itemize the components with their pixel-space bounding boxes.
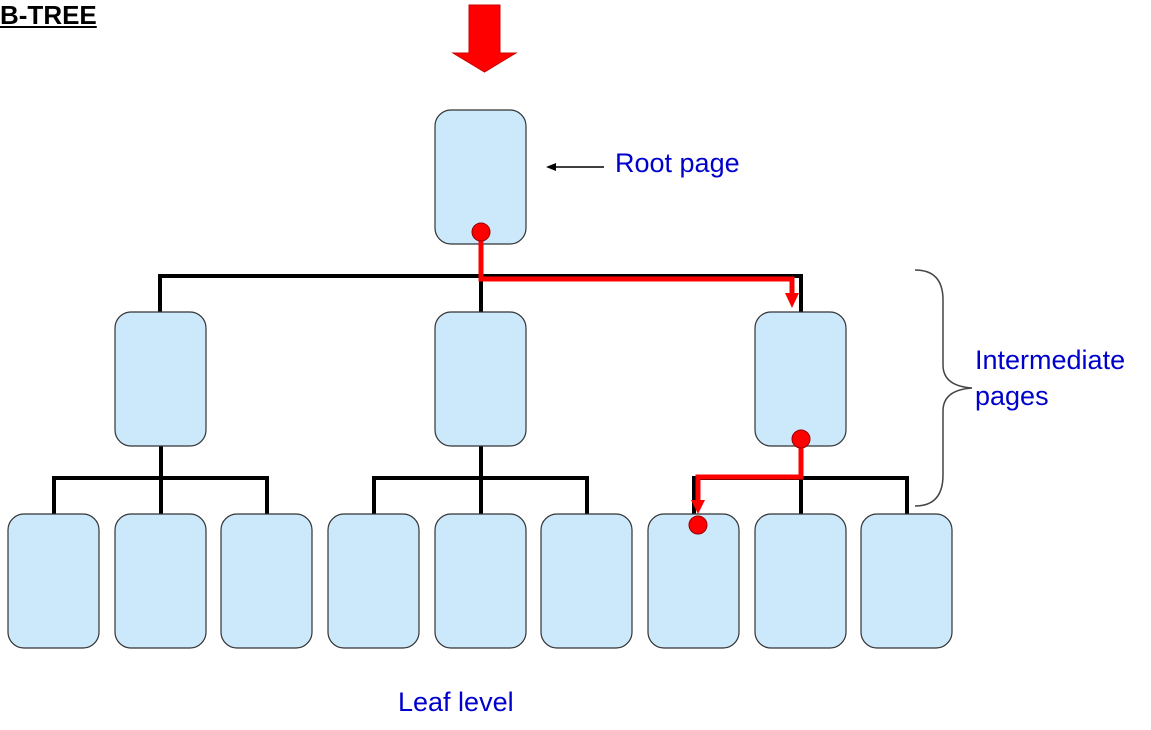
root-pointer-dot (471, 222, 491, 242)
intermediate-page (114, 311, 207, 447)
leaf-page (540, 513, 633, 649)
intermediate-pointer-dot (791, 429, 811, 449)
connectors-int-2 (372, 446, 589, 514)
entry-arrow-icon (451, 4, 518, 73)
root-page-label: Root page (615, 148, 740, 178)
search-path (478, 232, 804, 502)
intermediate-label-line2: pages (975, 381, 1049, 411)
leaf-page (860, 513, 953, 649)
brace-icon (914, 269, 973, 507)
arrowhead-icon (546, 163, 556, 171)
intermediate-page (754, 311, 847, 447)
leaf-page (220, 513, 313, 649)
path-arrowhead-icon (691, 500, 705, 514)
intermediate-page (434, 311, 527, 447)
path-arrowhead-icon (785, 293, 799, 308)
connectors-int-1 (52, 446, 269, 514)
leaf-page (7, 513, 100, 649)
intermediate-label-line1: Intermediate (975, 345, 1126, 375)
diagram-title: B-TREE (0, 0, 97, 30)
leaf-page (114, 513, 207, 649)
leaf-level-label: Leaf level (398, 687, 514, 717)
leaf-page (327, 513, 420, 649)
leaf-page (754, 513, 847, 649)
leaf-page (647, 513, 740, 649)
leaf-target-dot (688, 515, 708, 535)
leaf-page (434, 513, 527, 649)
